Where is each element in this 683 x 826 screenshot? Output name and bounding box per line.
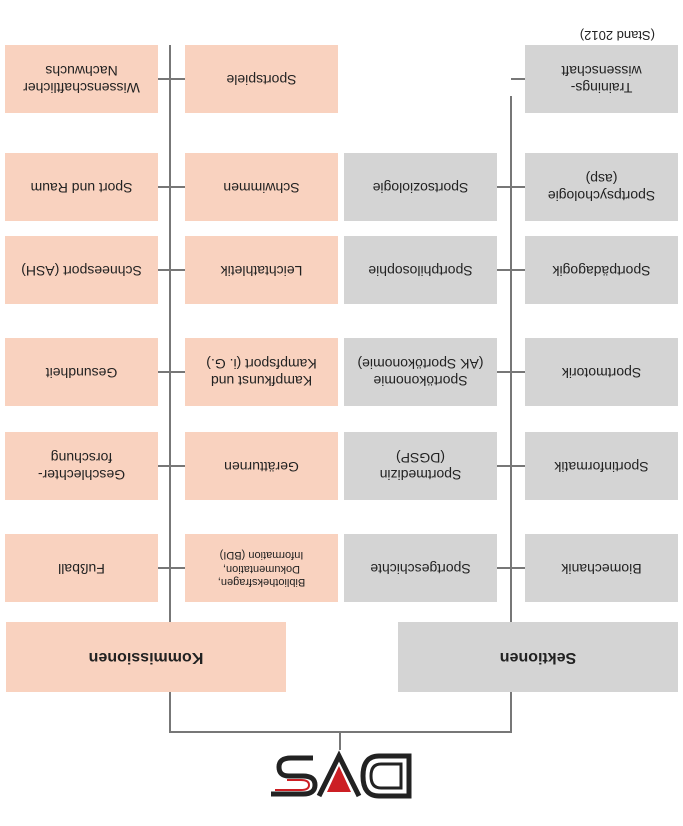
connector-line	[158, 269, 185, 271]
kommission-box: Gerätturnen	[185, 432, 338, 500]
sektion-box: Sportmedizin (DGSP)	[344, 432, 497, 500]
connector-line	[158, 465, 185, 467]
connector-line	[158, 567, 185, 569]
connector-line	[158, 186, 185, 188]
sektion-box: Sportpädagogik	[525, 236, 678, 304]
sektion-box: Sportökonomie (AK Sportökonomie)	[344, 338, 497, 406]
kommission-box: Kampfkunst und Kampfsport (i. G.)	[185, 338, 338, 406]
kommission-box: Schneesport (ASH)	[5, 236, 158, 304]
kommission-box: Leichtathletik	[185, 236, 338, 304]
connector-line	[169, 45, 171, 622]
connector-line	[158, 78, 185, 80]
connector-line	[497, 371, 525, 373]
connector-line	[169, 691, 171, 733]
sektion-box: Sportgeschichte	[344, 534, 497, 602]
connector-line	[158, 371, 185, 373]
sektion-box: Sportpsychologie (asp)	[525, 153, 678, 221]
sektion-box: Sportphilosophie	[344, 236, 497, 304]
sektion-box: Biomechanik	[525, 534, 678, 602]
sektion-box: Trainings- wissenschaft	[525, 45, 678, 113]
kommission-box: Wissenschaftlicher Nachwuchs	[5, 45, 158, 113]
sektion-box: Sportmotorik	[525, 338, 678, 406]
dvs-logo-icon	[271, 750, 412, 799]
kommission-box: Schwimmen	[185, 153, 338, 221]
kommission-box: Gesundheit	[5, 338, 158, 406]
connector-line	[497, 269, 525, 271]
kommission-box: Sportspiele	[185, 45, 338, 113]
connector-line	[510, 96, 512, 622]
sektion-box: Sportsoziologie	[344, 153, 497, 221]
kommission-box: Fußball	[5, 534, 158, 602]
connector-line	[510, 691, 512, 733]
dvs-logo	[261, 750, 421, 802]
connector-line	[511, 78, 525, 80]
kommissionen-header: Kommissionen	[6, 622, 286, 692]
footnote: (Stand 2012)	[579, 28, 655, 43]
kommission-box: Bibliotheksfragen, Dokumentation, Inform…	[185, 534, 338, 602]
sektionen-header: Sektionen	[398, 622, 678, 692]
connector-line	[497, 186, 525, 188]
connector-line	[497, 465, 525, 467]
kommission-box: Geschlechter- forschung	[5, 432, 158, 500]
connector-line	[339, 732, 341, 750]
kommission-box: Sport und Raum	[5, 153, 158, 221]
connector-line	[170, 731, 512, 733]
connector-line	[497, 567, 525, 569]
sektion-box: Sportinformatik	[525, 432, 678, 500]
